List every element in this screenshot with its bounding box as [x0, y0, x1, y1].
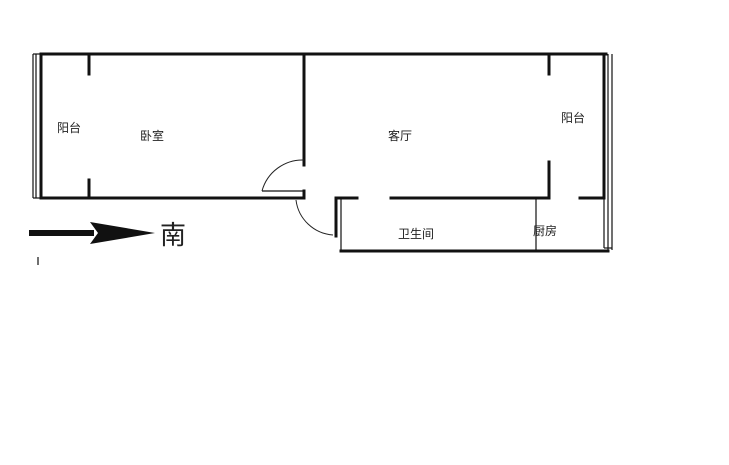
corridor-door-icon: [295, 199, 334, 236]
room-label-bedroom: 卧室: [140, 128, 164, 143]
room-label-balcony-west: 阳台: [57, 120, 81, 135]
bedroom-door-icon: [261, 159, 305, 192]
outer-walls: [39, 52, 608, 200]
east-window: [602, 52, 613, 250]
room-label-balcony-east: 阳台: [561, 110, 585, 125]
room-label-living-room: 客厅: [388, 128, 412, 143]
west-window: [32, 53, 41, 199]
room-label-kitchen: 厨房: [533, 223, 557, 238]
service-block-walls: [334, 196, 610, 253]
bedroom-living-wall: [262, 52, 306, 200]
south-arrow-icon: [29, 222, 155, 244]
compass-direction-label: 南: [160, 221, 186, 251]
room-label-bathroom: 卫生间: [398, 227, 434, 241]
